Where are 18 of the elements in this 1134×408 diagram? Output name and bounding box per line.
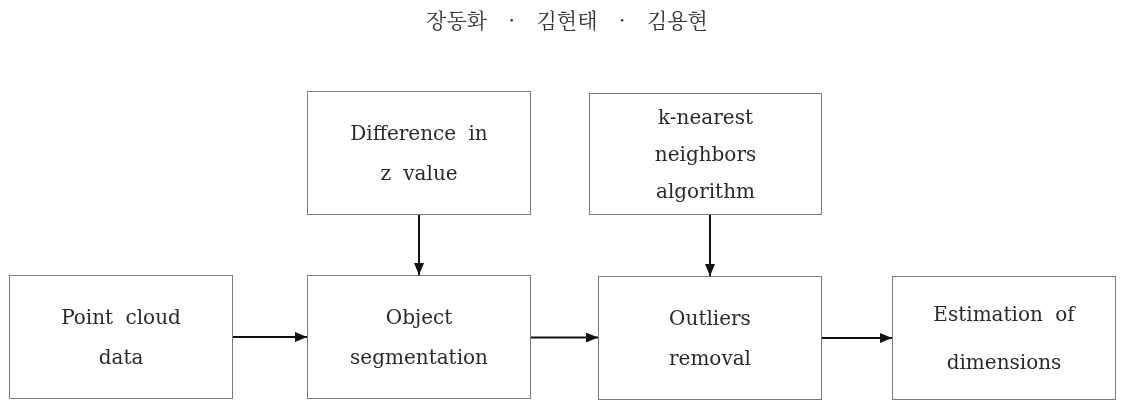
box-label: Outliers removal (668, 305, 752, 372)
process-box (307, 91, 531, 215)
process-box (598, 276, 822, 400)
box-label: Point cloud data (60, 304, 182, 371)
process-box (307, 275, 531, 399)
box-label: Estimation of dimensions (932, 301, 1077, 376)
author-names: 장동화 · 김현태 · 김용현 (426, 4, 708, 34)
box-label: Difference in z value (349, 120, 489, 187)
arrow (821, 333, 893, 343)
arrow (530, 332, 599, 343)
arrow (232, 332, 308, 342)
process-box (9, 275, 233, 399)
box-label: Object segmentation (349, 304, 489, 371)
process-box (589, 93, 822, 215)
box-label: k-nearest neighbors algorithm (653, 103, 758, 205)
arrow (414, 214, 424, 276)
arrow (705, 214, 715, 277)
process-box (892, 276, 1116, 400)
